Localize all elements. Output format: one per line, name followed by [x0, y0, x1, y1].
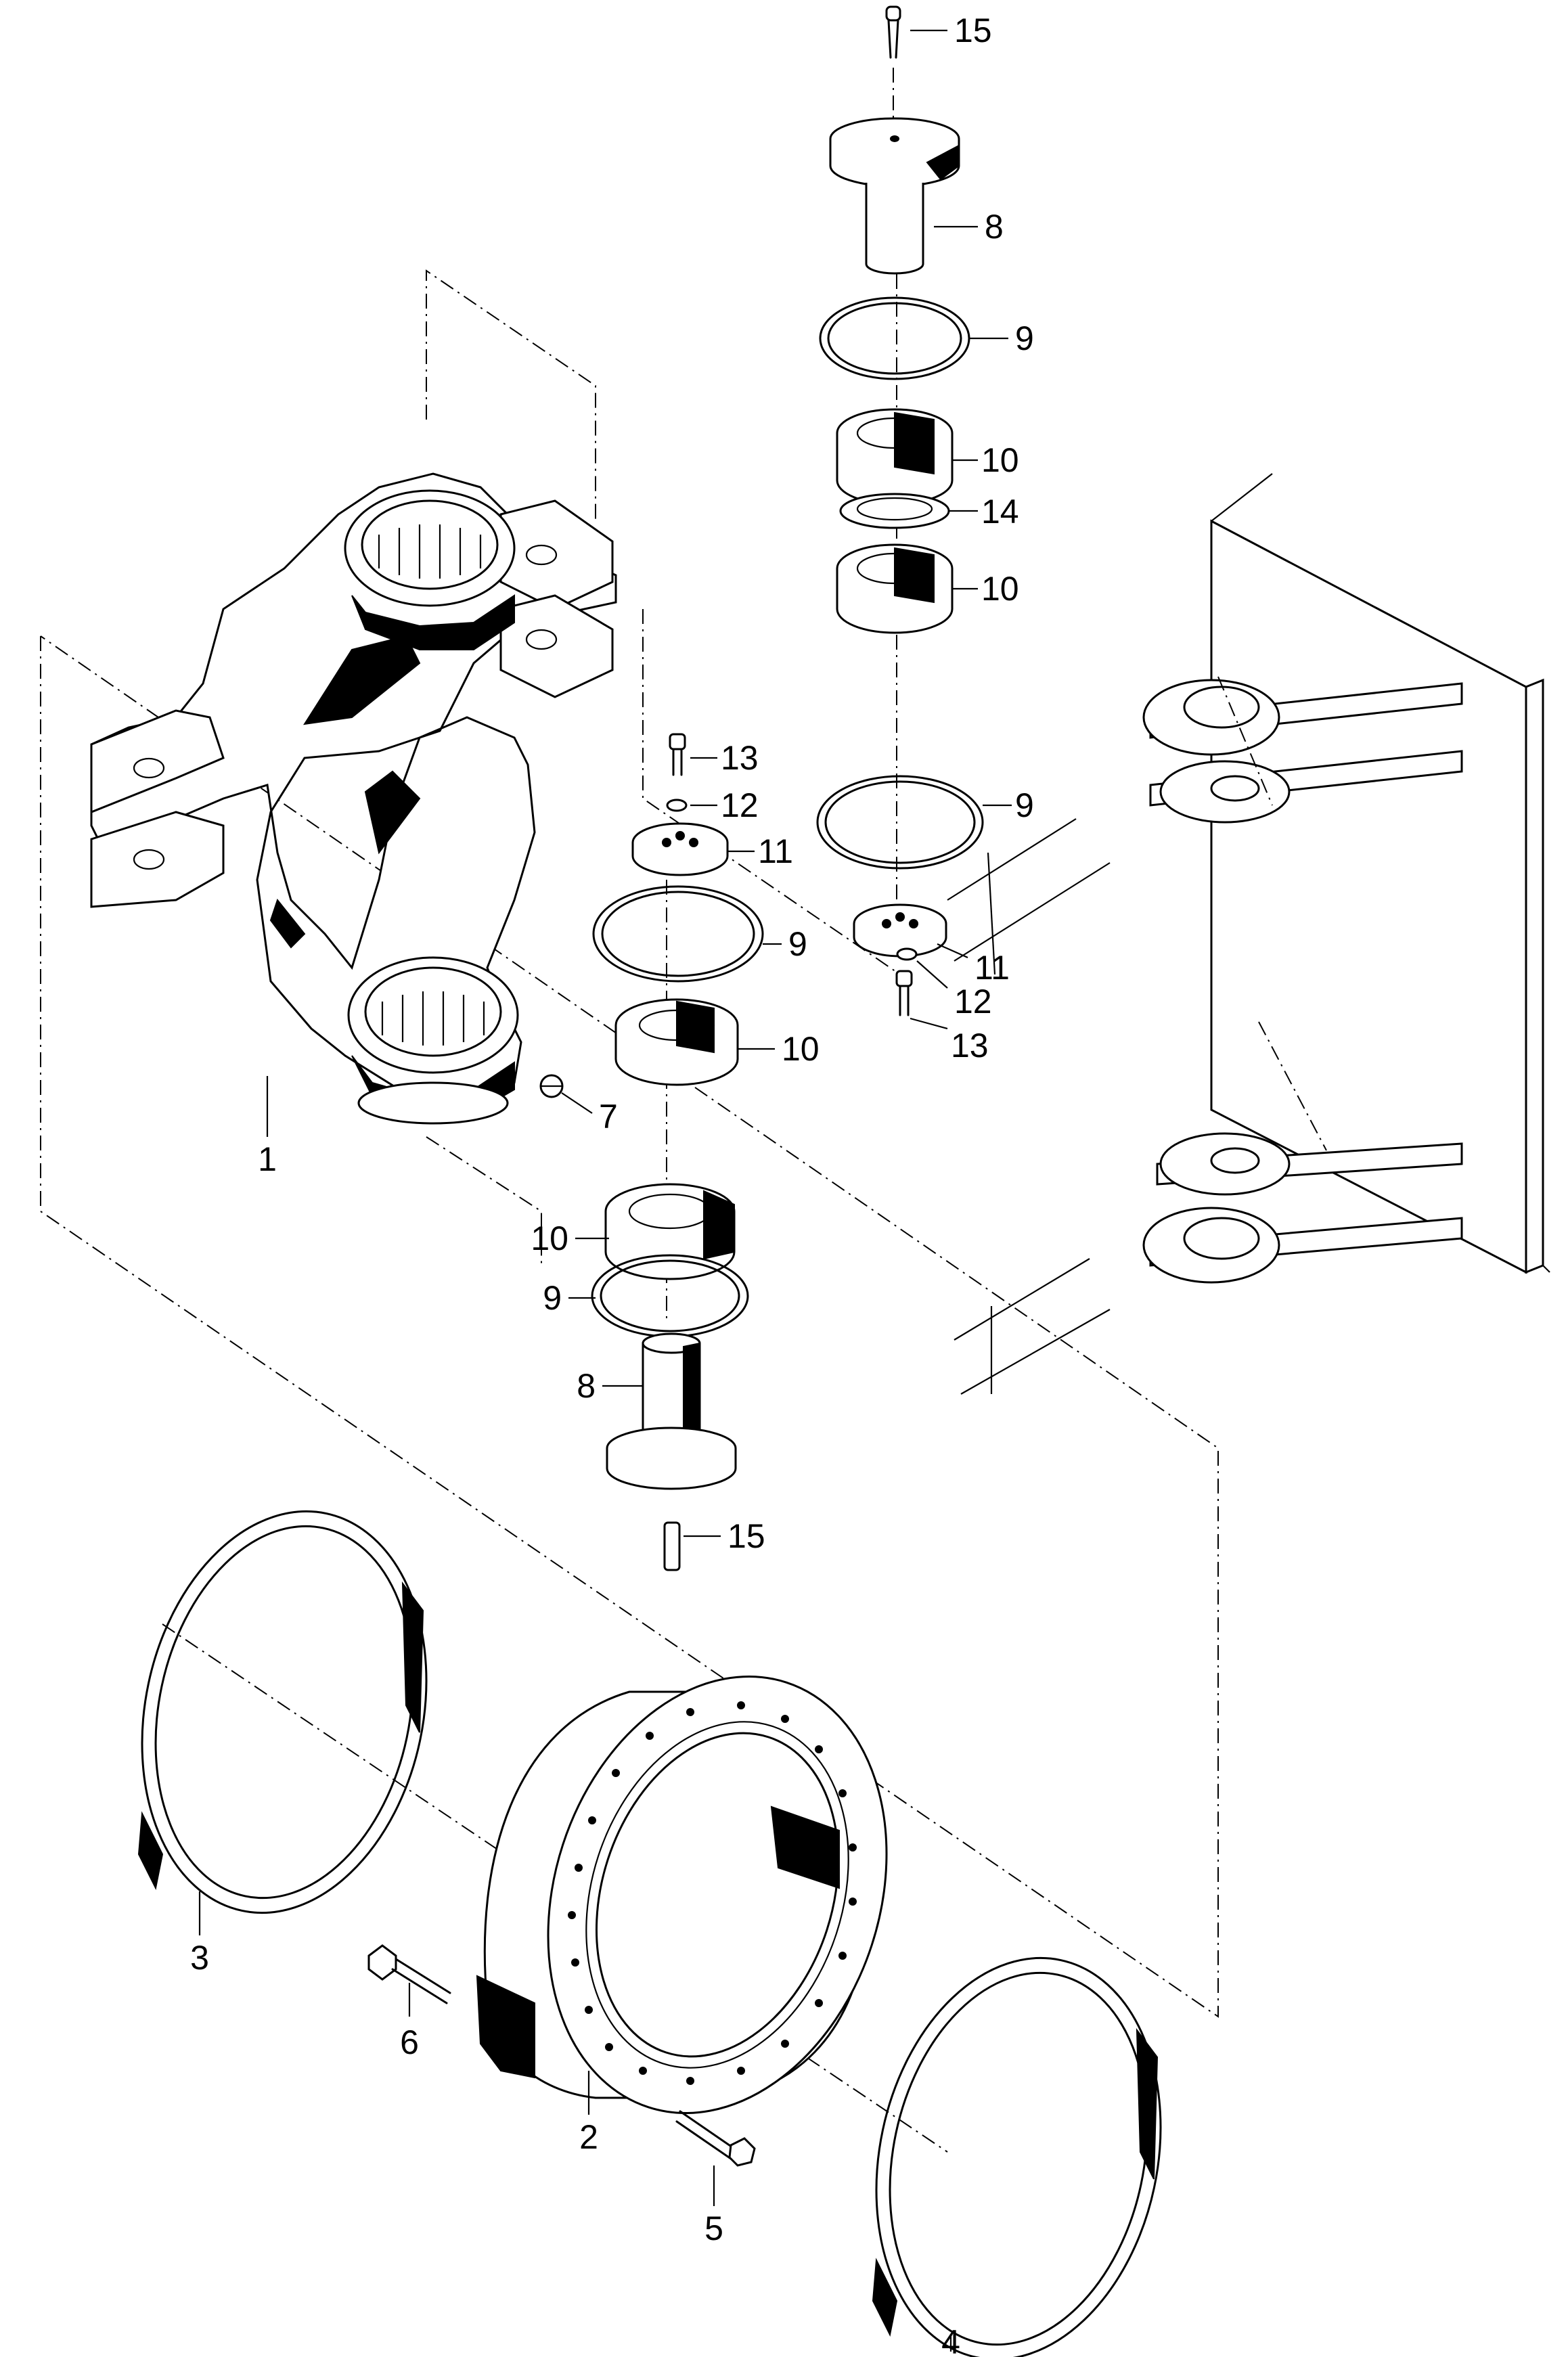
callout-13-left: 13: [721, 739, 759, 777]
callout-12-left: 12: [721, 786, 759, 824]
callout-15-bottom: 15: [727, 1517, 765, 1555]
bolt-6: [367, 1944, 451, 2017]
seal-ring-left: [137, 1510, 428, 1935]
callout-8-bottom: 8: [577, 1367, 596, 1405]
right-cap-stack: [816, 775, 1012, 1030]
callout-11-right: 11: [975, 949, 1010, 987]
callout-13-right: 13: [951, 1027, 989, 1064]
seal-ring-right: [872, 1956, 1162, 2357]
callout-10-mid: 10: [782, 1030, 820, 1068]
callout-9-mid-right: 9: [1015, 786, 1034, 824]
callout-12-right: 12: [954, 983, 992, 1020]
callout-4: 4: [941, 2323, 960, 2357]
callout-2: 2: [579, 2118, 598, 2156]
callout-1: 1: [258, 1140, 277, 1178]
upper-pin-stack: [819, 5, 1008, 634]
callout-10-top-upper: 10: [981, 441, 1019, 479]
callout-9-top: 9: [1015, 319, 1034, 357]
callout-5: 5: [704, 2209, 723, 2247]
steering-knuckle-housing: [90, 472, 617, 1137]
callout-3: 3: [190, 1939, 209, 1977]
callout-10-bottom: 10: [531, 1219, 568, 1257]
bolt-holes: [568, 1701, 857, 2085]
callout-15-top: 15: [954, 12, 992, 49]
lower-pin-stack: [568, 1183, 749, 1571]
callout-labels: 15 8 9 10 14 10 13 12 11 9 10 9 11 12 13…: [190, 12, 1034, 2357]
callout-14: 14: [981, 493, 1019, 531]
callout-7: 7: [599, 1098, 618, 1136]
bolt-5: [675, 2110, 756, 2206]
callout-6: 6: [400, 2023, 419, 2061]
grease-fitting: [539, 1074, 593, 1114]
callout-9-mid-left: 9: [788, 925, 807, 963]
callout-10-top-lower: 10: [981, 570, 1019, 608]
slewing-ring: [476, 1676, 888, 2115]
callout-11-left: 11: [758, 832, 793, 870]
frame-bracket: [947, 473, 1550, 1395]
left-cap-stack: [592, 733, 782, 1086]
callout-8-top: 8: [985, 208, 1004, 246]
callout-9-bottom: 9: [543, 1279, 562, 1317]
